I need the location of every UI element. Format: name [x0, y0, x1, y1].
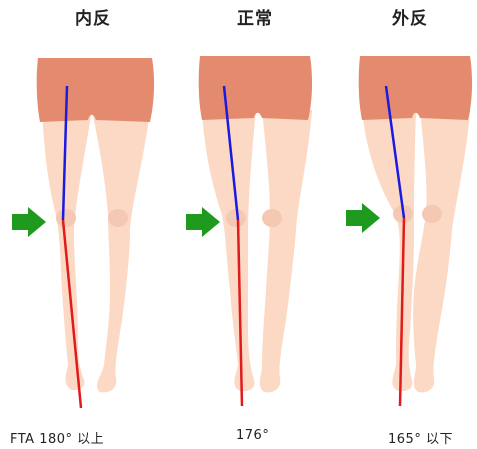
- right-arrow-icon: [12, 207, 46, 237]
- knee-right: [108, 209, 128, 227]
- caption-normal: 176°: [236, 428, 269, 443]
- leg-right: [92, 110, 150, 392]
- shorts: [199, 56, 312, 120]
- valgus-legs: [346, 56, 472, 406]
- right-arrow-icon: [186, 207, 220, 237]
- leg-left: [362, 110, 416, 391]
- knee-right: [422, 205, 442, 223]
- leg-right: [413, 110, 470, 392]
- shorts: [37, 58, 154, 122]
- leg-right: [260, 110, 312, 392]
- caption-valgus: 165° 以下: [388, 428, 453, 447]
- caption-varus: FTA 180° 以上: [10, 428, 104, 447]
- right-arrow-icon: [346, 203, 380, 233]
- leg-left: [202, 110, 256, 391]
- knee-left: [56, 209, 76, 227]
- shorts: [359, 56, 472, 120]
- knee-right: [262, 209, 282, 227]
- normal-legs: [186, 56, 312, 406]
- varus-legs: [12, 58, 154, 408]
